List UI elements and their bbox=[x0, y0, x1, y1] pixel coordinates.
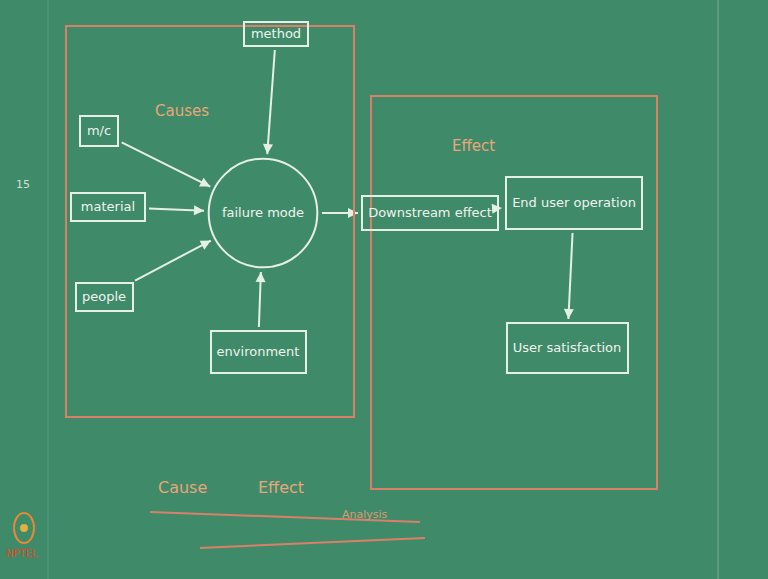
footer-word: Analysis bbox=[342, 508, 387, 521]
arrow-head bbox=[199, 178, 210, 187]
node-text: User satisfaction bbox=[513, 340, 622, 356]
node-text: failure mode bbox=[222, 205, 304, 221]
connector-arrow bbox=[256, 272, 266, 327]
process-box: people bbox=[75, 282, 134, 312]
process-box: method bbox=[243, 21, 309, 47]
node-text: Downstream effect bbox=[368, 205, 492, 221]
connector-arrow bbox=[564, 233, 574, 319]
board-seam bbox=[717, 0, 719, 579]
node-text: End user operation bbox=[512, 195, 636, 211]
footer-word: Effect bbox=[258, 478, 304, 497]
connector-arrow bbox=[322, 208, 358, 218]
process-box: Downstream effect bbox=[361, 195, 499, 231]
connector-arrow bbox=[492, 204, 502, 214]
footer-word: Cause bbox=[158, 478, 207, 497]
region-heading: Effect bbox=[452, 137, 495, 155]
connector-arrow bbox=[135, 241, 211, 281]
region-heading: Causes bbox=[155, 102, 209, 120]
arrow-head bbox=[564, 309, 574, 319]
board-seam bbox=[48, 0, 49, 579]
underline bbox=[200, 538, 425, 548]
node-text: material bbox=[81, 199, 135, 215]
arrow-head bbox=[263, 144, 273, 154]
process-box: User satisfaction bbox=[506, 322, 629, 374]
arrow-head bbox=[256, 272, 266, 282]
process-box: m/c bbox=[79, 115, 119, 147]
node-text: method bbox=[251, 26, 301, 42]
connector-arrow bbox=[263, 50, 275, 154]
group-region: EffectDownstream effect End user operatio… bbox=[370, 95, 658, 490]
node-text: people bbox=[82, 289, 126, 305]
node-text: environment bbox=[217, 344, 300, 360]
group-region: Causes method m/c material people failure mod… bbox=[65, 25, 355, 418]
process-box: environment bbox=[210, 330, 307, 374]
logo-center bbox=[20, 524, 28, 532]
connector-arrow bbox=[122, 142, 211, 186]
arrow-head bbox=[492, 204, 502, 214]
process-box: material bbox=[70, 192, 146, 222]
logo-ring bbox=[14, 513, 34, 543]
logo-text: NPTEL bbox=[6, 548, 38, 559]
node-text: m/c bbox=[87, 123, 111, 139]
process-box: End user operation bbox=[505, 176, 643, 230]
arrow-head bbox=[348, 208, 358, 218]
arrow-head bbox=[194, 205, 204, 215]
arrow-head bbox=[200, 241, 211, 250]
line-number: 15 bbox=[16, 178, 30, 191]
connector-arrow bbox=[149, 205, 204, 215]
failure-circle: failure mode bbox=[207, 157, 319, 269]
